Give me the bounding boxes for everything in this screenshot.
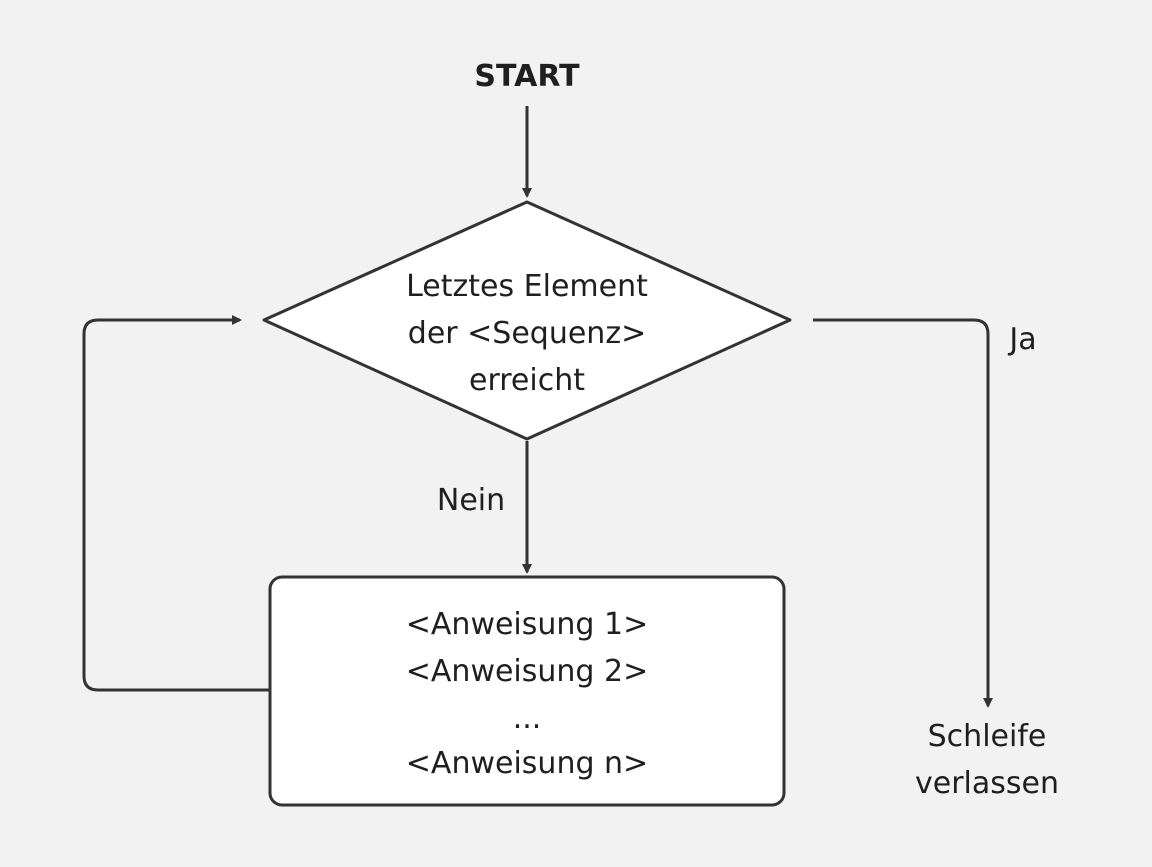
decision-line-2: der <Sequenz> [408, 316, 646, 351]
arrow-loop-back [82, 315, 270, 692]
arrow-yes-branch [813, 318, 993, 708]
decision-diamond [262, 200, 792, 441]
process-line-2: <Anweisung 2> [406, 654, 648, 689]
no-label: Nein [437, 483, 505, 518]
process-line-3: ... [513, 701, 542, 736]
process-line-1: <Anweisung 1> [406, 607, 648, 642]
decision-line-1: Letztes Element [406, 269, 648, 304]
exit-label-line-2: verlassen [915, 766, 1059, 801]
start-label: START [474, 59, 580, 94]
decision-line-3: erreicht [469, 363, 585, 398]
exit-label-line-1: Schleife [928, 719, 1047, 754]
yes-label: Ja [1007, 322, 1036, 357]
process-line-4: <Anweisung n> [406, 746, 648, 781]
